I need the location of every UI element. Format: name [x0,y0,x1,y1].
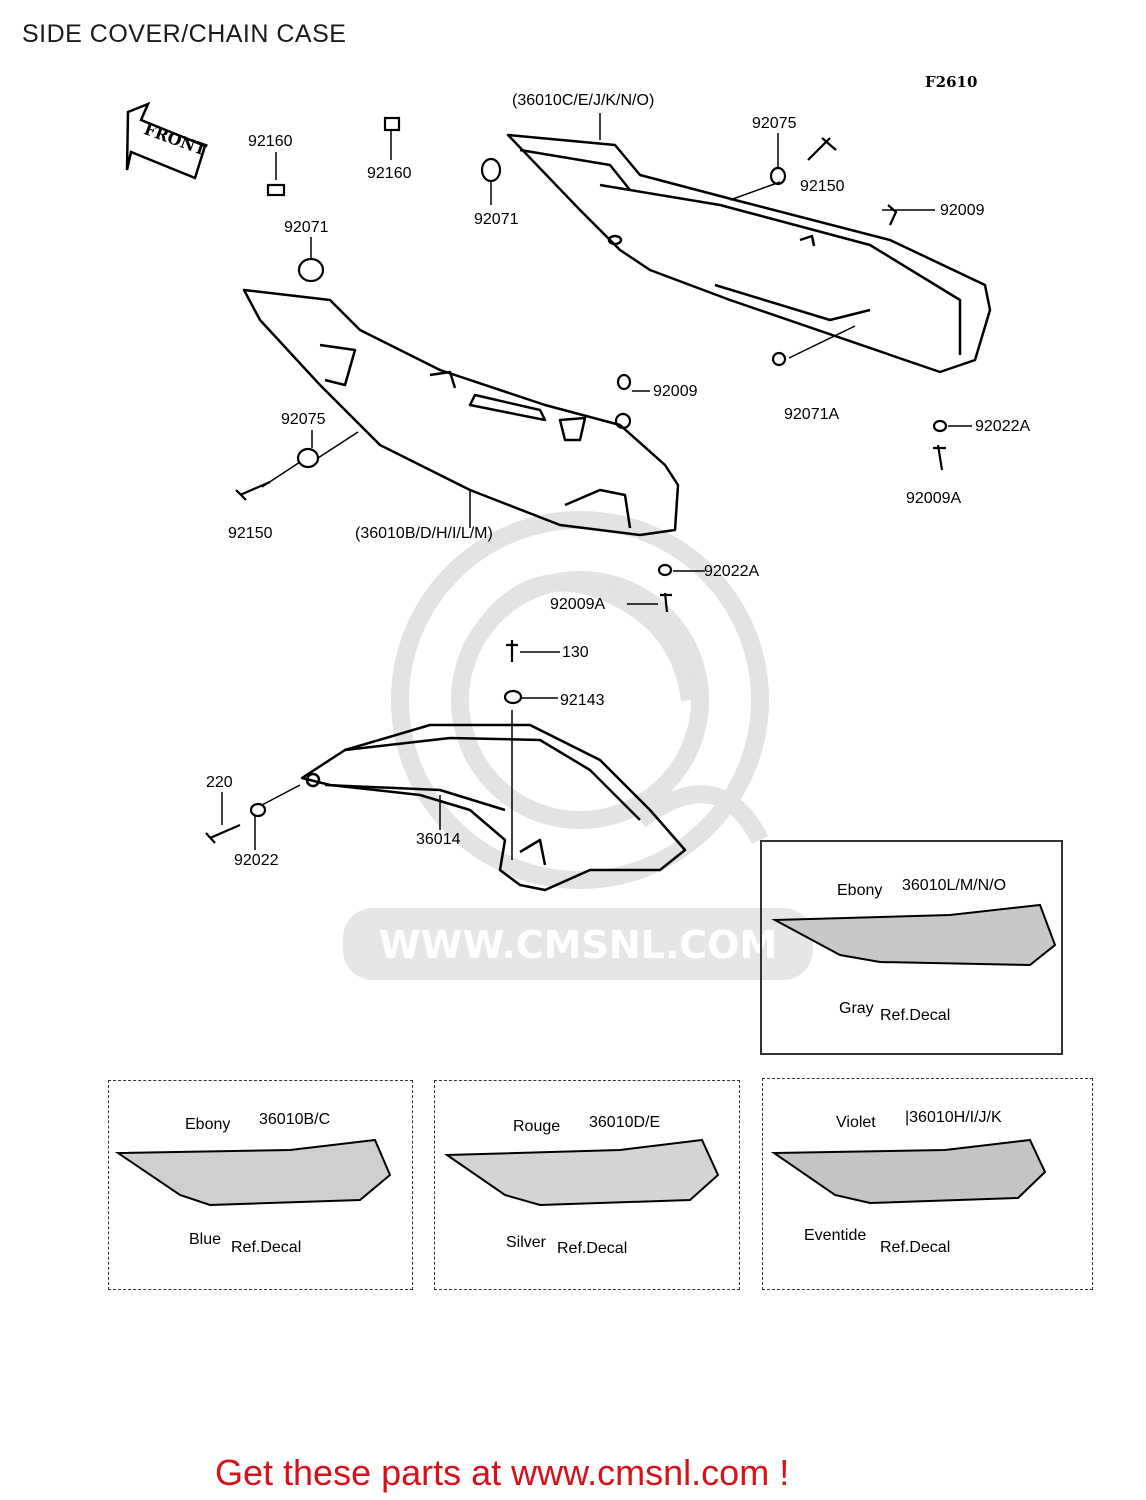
hardware-parts [205,116,948,844]
variant-part-numbers: |36010H/I/J/K [905,1109,1002,1126]
part-label-92150: 92150 [800,178,845,195]
variant-color-top: Ebony [185,1116,231,1133]
variant-box-36010D: Rouge 36010D/E Silver Ref.Decal [434,1080,740,1290]
side-cover-left-drawing [242,288,680,537]
variant-box-36010H: Violet |36010H/I/J/K Eventide Ref.Decal [762,1078,1093,1290]
variant-color-bottom: Eventide [804,1227,867,1244]
page-title: SIDE COVER/CHAIN CASE [22,20,347,48]
part-label-92160: 92160 [248,133,293,150]
variant-color-top: Violet [836,1114,876,1131]
variant-decal-label: Ref.Decal [557,1240,628,1257]
variant-box-36010L: Ebony 36010L/M/N/O Gray Ref.Decal [760,840,1063,1055]
leader-lines [221,113,972,860]
front-arrow-icon: FRONT [125,101,210,180]
variant-color-bottom: Gray [839,1000,874,1017]
variant-decal-label: Ref.Decal [880,1007,951,1024]
svg-text:WWW.CMSNL.COM: WWW.CMSNL.COM [379,923,778,967]
part-label-92071: 92071 [474,211,519,228]
part-label-220: 220 [206,774,233,791]
variant-cover-sketches [114,903,1057,1207]
side-cover-right-drawing [506,133,992,374]
part-label-92160: 92160 [367,165,412,182]
variant-part-numbers: 36010L/M/N/O [902,877,1007,894]
variant-part-numbers: 36010D/E [589,1114,661,1131]
part-label-92075: 92075 [281,411,326,428]
variant-color-bottom: Blue [189,1231,222,1248]
variant-color-top: Ebony [837,882,883,899]
part-label-92009A: 92009A [550,596,606,613]
part-label-92143: 92143 [560,692,605,709]
variant-decal-label: Ref.Decal [880,1239,951,1256]
variant-part-numbers: 36010B/C [259,1111,331,1128]
watermark-banner: WWW.CMSNL.COM [343,908,813,980]
variant-box-36010B: Ebony 36010B/C Blue Ref.Decal [108,1080,413,1290]
part-label-92022A: 92022A [704,563,760,580]
part-label-130: 130 [562,644,589,661]
part-label-92071: 92071 [284,219,329,236]
footer-parts-link[interactable]: Get these parts at www.cmsnl.com ! [215,1452,790,1493]
figure-code: F2610 [925,73,978,91]
part-label-92071A: 92071A [784,406,840,423]
variant-color-top: Rouge [513,1118,561,1135]
part-label-92009: 92009 [940,202,985,219]
part-label-92022: 92022 [234,852,279,869]
part-label-36014: 36014 [416,831,461,848]
part-label-92075: 92075 [752,115,797,132]
variant-decal-label: Ref.Decal [231,1239,302,1256]
watermark-logo [391,511,769,889]
variant-color-bottom: Silver [506,1234,547,1251]
svg-text:FRONT: FRONT [142,119,210,159]
cover-left-part-label: (36010B/D/H/I/L/M) [355,525,493,542]
part-label-92150: 92150 [228,525,273,542]
part-label-92022A: 92022A [975,418,1031,435]
cover-right-part-label: (36010C/E/J/K/N/O) [512,92,655,109]
chain-case-drawing [300,723,687,892]
part-label-92009: 92009 [653,383,698,400]
part-label-92009A: 92009A [906,490,962,507]
